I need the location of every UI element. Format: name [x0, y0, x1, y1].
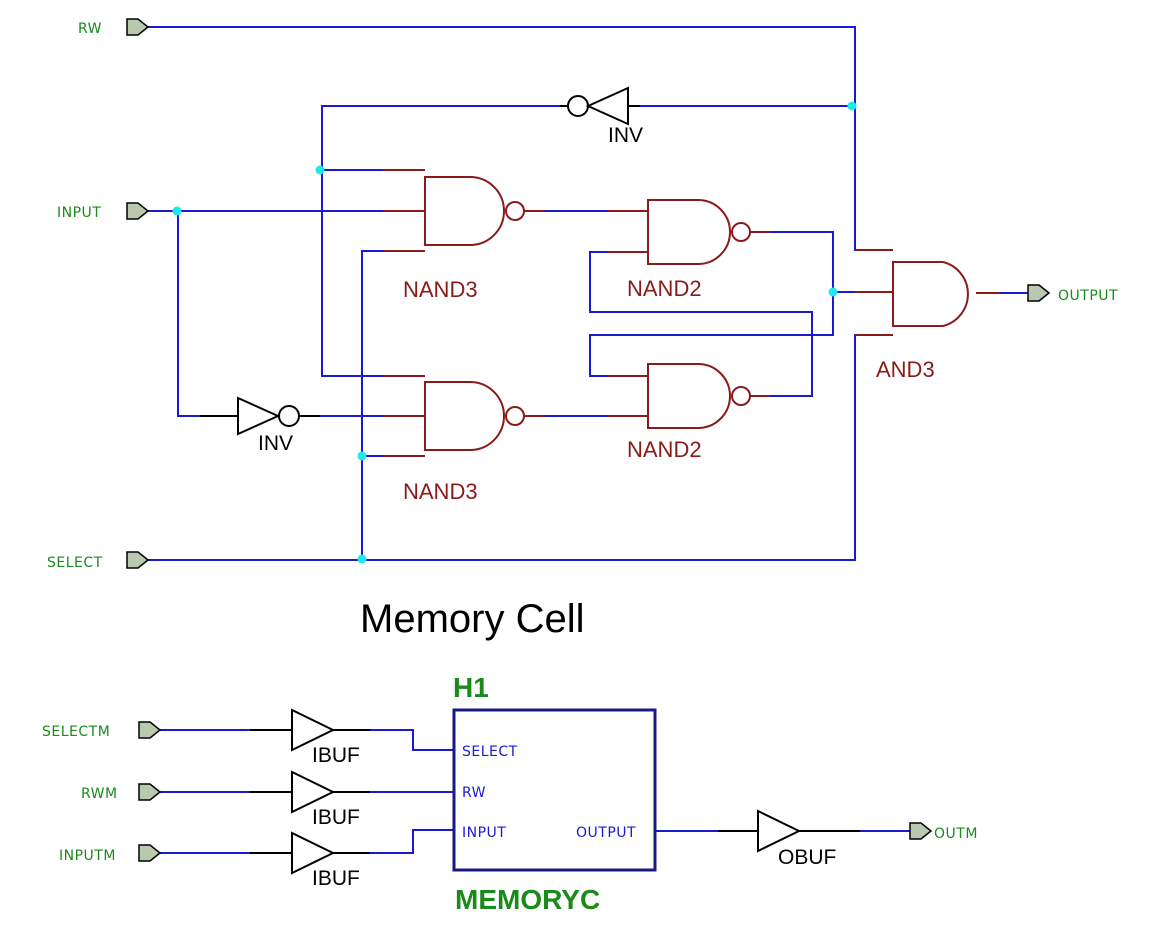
nand2-bottom-gate: NAND2	[608, 363, 770, 462]
junction-dot	[172, 206, 182, 216]
port-rw-icon	[126, 18, 150, 36]
diagram-title: Memory Cell	[360, 597, 584, 641]
and3-gate: AND3	[855, 249, 1000, 382]
nand3-top-gate: NAND3	[383, 169, 545, 302]
nand3-bottom-label: NAND3	[403, 479, 478, 504]
inv-bottom-gate: INV	[200, 396, 320, 455]
ibuf-1: IBUF	[250, 708, 370, 767]
port-input-label: INPUT	[57, 205, 101, 221]
port-output: OUTPUT	[1027, 284, 1118, 304]
junction-dot	[315, 165, 325, 175]
junction-dot	[828, 287, 838, 297]
pin-output-label: OUTPUT	[576, 825, 636, 841]
port-selectm: SELECTM	[42, 721, 162, 740]
port-rwm: RWM	[81, 783, 162, 802]
and3-label: AND3	[876, 357, 935, 382]
port-select: SELECT	[47, 551, 150, 571]
port-selectm-label: SELECTM	[42, 724, 110, 740]
inv-bottom-label: INV	[258, 432, 293, 455]
junction-dot	[357, 554, 367, 564]
junction-dot	[847, 101, 857, 111]
memoryc-block: H1 SELECT RW INPUT OUTPUT MEMORYC	[452, 672, 657, 915]
port-output-icon	[1027, 284, 1051, 302]
nand2-bottom-label: NAND2	[627, 437, 702, 462]
junction-dot	[357, 451, 367, 461]
inv-top-gate: INV	[560, 86, 643, 147]
port-outm: OUTM	[909, 822, 978, 842]
block-instance-label: H1	[453, 672, 489, 703]
ibuf-2: IBUF	[250, 770, 370, 829]
port-input: INPUT	[57, 202, 150, 221]
port-select-label: SELECT	[47, 555, 103, 571]
port-inputm-label: INPUTM	[59, 848, 116, 864]
port-outm-label: OUTM	[934, 826, 978, 842]
port-rwm-label: RWM	[81, 786, 118, 802]
nand3-bottom-gate: NAND3	[383, 375, 545, 504]
ibuf-1-label: IBUF	[312, 744, 360, 767]
port-select-icon	[126, 551, 150, 569]
port-output-label: OUTPUT	[1058, 288, 1118, 304]
ibuf-2-label: IBUF	[312, 806, 360, 829]
port-rwm-icon	[138, 783, 162, 801]
obuf: OBUF	[718, 809, 860, 869]
nand2-top-label: NAND2	[627, 276, 702, 301]
port-inputm-icon	[138, 844, 162, 862]
port-selectm-icon	[138, 721, 162, 739]
nand3-top-label: NAND3	[403, 277, 478, 302]
junction-dots	[172, 101, 857, 564]
port-rw: RW	[78, 18, 150, 37]
obuf-label: OBUF	[778, 846, 836, 869]
nand2-top-gate: NAND2	[608, 199, 770, 301]
pin-select-label: SELECT	[462, 744, 518, 760]
pin-rw-label: RW	[462, 785, 486, 801]
inv-top-label: INV	[608, 124, 643, 147]
port-outm-icon	[909, 822, 933, 840]
block-name-label: MEMORYC	[455, 884, 600, 915]
port-rw-label: RW	[78, 21, 102, 37]
port-inputm: INPUTM	[59, 844, 162, 864]
ibuf-3: IBUF	[250, 831, 370, 890]
memoryc-box	[452, 708, 657, 872]
port-input-icon	[126, 202, 150, 220]
ibuf-3-label: IBUF	[312, 867, 360, 890]
pin-input-label: INPUT	[462, 825, 506, 841]
